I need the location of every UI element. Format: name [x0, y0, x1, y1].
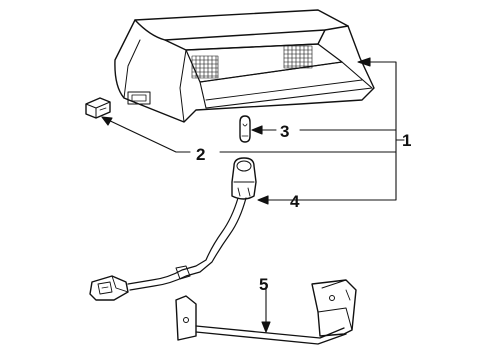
callout-3: 3	[280, 122, 289, 141]
callout-2: 2	[196, 145, 205, 164]
arrow-4-head	[257, 195, 269, 205]
lamp-cover-clip	[85, 97, 111, 119]
lamp-housing	[114, 9, 375, 123]
reflector-grid-left	[191, 55, 219, 79]
leader-lines	[101, 57, 405, 333]
arrow-3-head	[251, 125, 263, 135]
callout-1: 1	[402, 131, 411, 150]
callout-labels: 1 2 3 4 5	[196, 122, 411, 294]
reflector-grid-right	[283, 45, 313, 69]
leader-1-housing	[261, 61, 397, 201]
arrow-1-head	[357, 57, 371, 67]
callout-4: 4	[290, 192, 300, 211]
arrow-5-head	[261, 321, 271, 333]
mounting-bracket	[175, 279, 357, 345]
socket-and-wire-harness	[89, 157, 257, 301]
arrow-2-head	[101, 116, 113, 126]
wedge-bulb	[239, 115, 251, 143]
callout-5: 5	[259, 275, 268, 294]
leader-2	[103, 117, 191, 153]
